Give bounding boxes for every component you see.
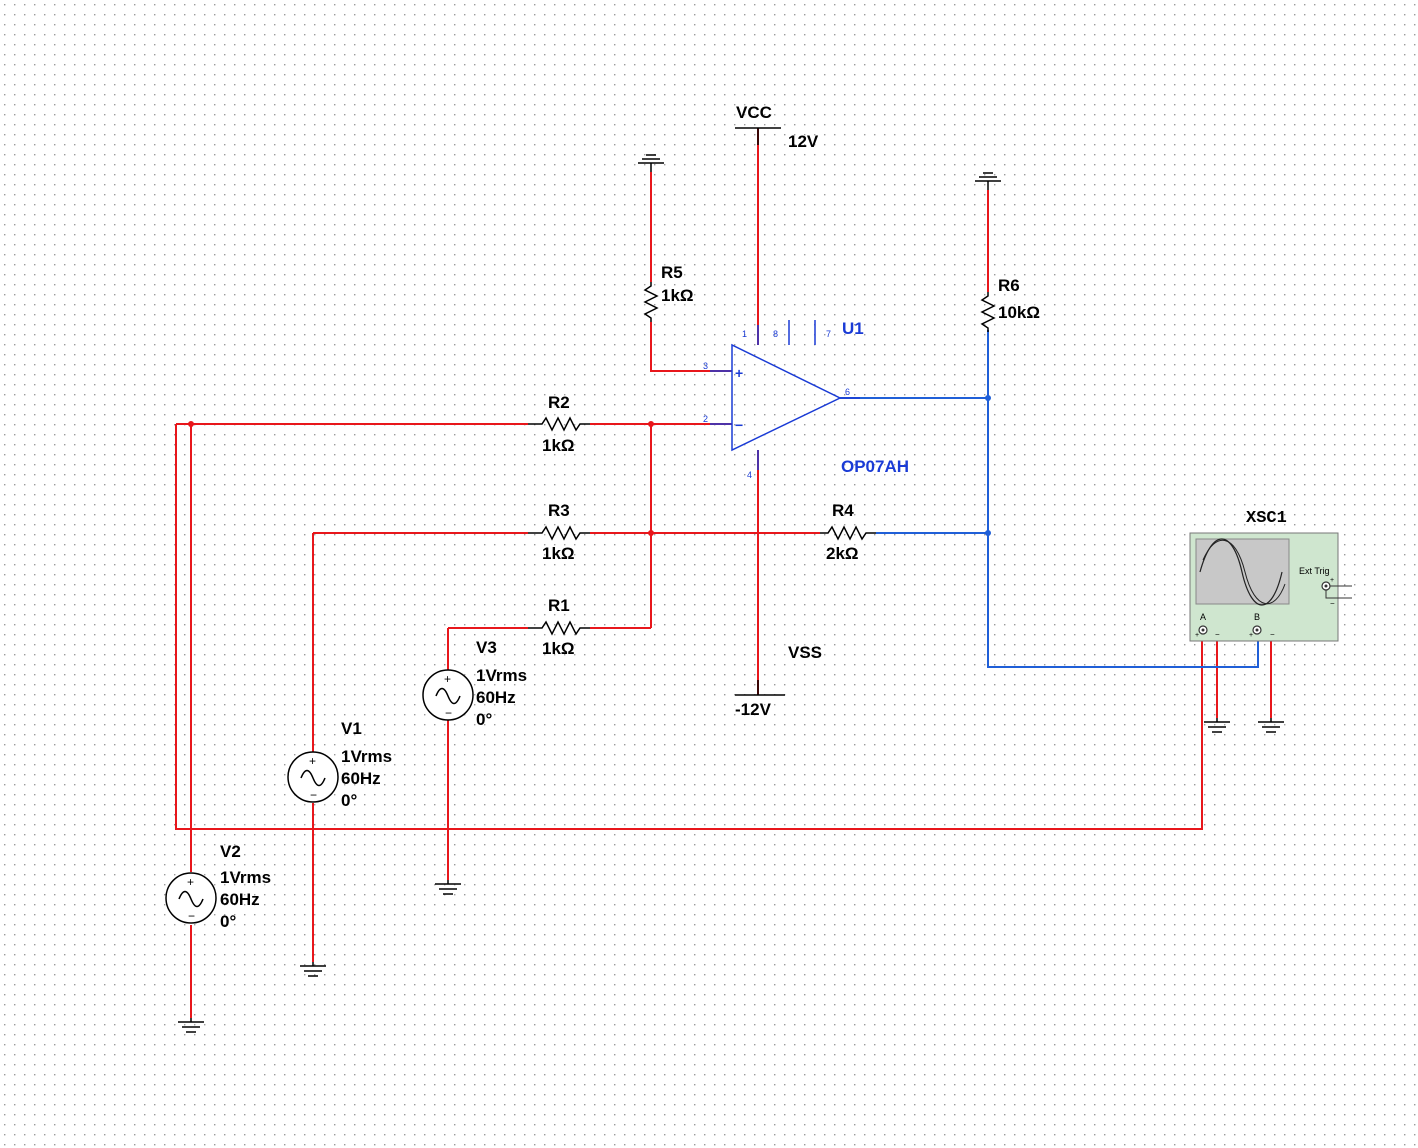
scope-ref: XSC1	[1246, 509, 1287, 528]
r1-value: 1kΩ	[542, 639, 575, 658]
r6-ref: R6	[998, 276, 1020, 295]
r5-value: 1kΩ	[661, 286, 694, 305]
opamp-plus-sign: +	[735, 365, 743, 381]
pin-4: 4	[747, 470, 752, 480]
wires-red	[175, 128, 1272, 1018]
resistor-r6[interactable]: R6 10kΩ	[980, 276, 1040, 332]
svg-text:−: −	[1215, 630, 1220, 639]
pin-7: 7	[826, 329, 831, 339]
ground-v3[interactable]	[435, 880, 461, 895]
r4-value: 2kΩ	[826, 544, 859, 563]
scope-channel-b-label: B	[1254, 612, 1260, 622]
svg-text:+: +	[187, 875, 194, 889]
pin-8: 8	[773, 329, 778, 339]
opamp-ref: U1	[842, 319, 864, 338]
svg-text:+: +	[1249, 632, 1253, 639]
svg-text:+: +	[1330, 577, 1334, 584]
svg-text:+: +	[444, 672, 451, 686]
vss-value: -12V	[735, 700, 772, 719]
r1-ref: R1	[548, 596, 570, 615]
opamp-model: OP07AH	[841, 457, 909, 476]
resistor-r4[interactable]: R4 2kΩ	[820, 501, 876, 563]
svg-text:−: −	[310, 788, 317, 802]
scope-channel-a-label: A	[1200, 612, 1206, 622]
pin-1: 1	[742, 329, 747, 339]
ground-v1[interactable]	[300, 962, 326, 977]
ground-scope-a[interactable]	[1204, 718, 1230, 733]
r3-value: 1kΩ	[542, 544, 575, 563]
resistor-r2[interactable]: R2 1kΩ	[528, 393, 590, 455]
r6-value: 10kΩ	[998, 303, 1040, 322]
pin-2: 2	[703, 414, 708, 424]
scope-ext-trig-label: Ext Trig	[1299, 566, 1330, 576]
opamp-minus-sign: −	[735, 417, 743, 433]
pin-6: 6	[845, 387, 850, 397]
r5-ref: R5	[661, 263, 683, 282]
svg-text:−: −	[1330, 599, 1335, 608]
opamp-u1[interactable]: 3 2 6 1 8 7 4 + − U1 OP07AH	[703, 319, 909, 480]
v1-phase: 0°	[341, 791, 357, 810]
r3-ref: R3	[548, 501, 570, 520]
v3-frequency: 60Hz	[476, 688, 516, 707]
v3-ref: V3	[476, 638, 497, 657]
svg-text:+: +	[309, 754, 316, 768]
svg-text:+: +	[1195, 632, 1199, 639]
svg-text:−: −	[188, 909, 195, 923]
v2-ref: V2	[220, 842, 241, 861]
resistor-r5[interactable]: R5 1kΩ	[643, 263, 694, 322]
r4-ref: R4	[832, 501, 854, 520]
ground-r6[interactable]	[975, 172, 1001, 190]
v3-phase: 0°	[476, 710, 492, 729]
source-v1[interactable]: + − V1 1Vrms 60Hz 0°	[287, 719, 392, 810]
svg-text:−: −	[445, 706, 452, 720]
ground-v2[interactable]	[178, 1018, 204, 1033]
resistor-r3[interactable]: R3 1kΩ	[528, 501, 590, 563]
vcc-label: VCC	[736, 103, 772, 122]
v2-frequency: 60Hz	[220, 890, 260, 909]
junction-dots	[188, 395, 991, 536]
scope-trace-2	[1202, 540, 1286, 604]
svg-text:−: −	[1270, 630, 1275, 639]
wires-blue	[840, 330, 1259, 668]
vss-supply[interactable]: VSS -12V	[735, 643, 822, 719]
v2-amplitude: 1Vrms	[220, 868, 271, 887]
resistor-r1[interactable]: R1 1kΩ	[528, 596, 590, 658]
v1-ref: V1	[341, 719, 362, 738]
v1-frequency: 60Hz	[341, 769, 381, 788]
r2-ref: R2	[548, 393, 570, 412]
source-v3[interactable]: + − V3 1Vrms 60Hz 0°	[422, 638, 527, 729]
vcc-value: 12V	[788, 132, 819, 151]
r2-value: 1kΩ	[542, 436, 575, 455]
ground-scope-b[interactable]	[1258, 718, 1284, 733]
ground-r5[interactable]	[638, 154, 664, 172]
pin-3: 3	[703, 361, 708, 371]
vcc-supply[interactable]: VCC 12V	[735, 103, 819, 151]
v1-amplitude: 1Vrms	[341, 747, 392, 766]
v2-phase: 0°	[220, 912, 236, 931]
source-v2[interactable]: + − V2 1Vrms 60Hz 0°	[165, 842, 271, 931]
oscilloscope-xsc1[interactable]: XSC1 Ext Trig A B + − + − + −	[1189, 509, 1352, 642]
vss-label: VSS	[788, 643, 822, 662]
v3-amplitude: 1Vrms	[476, 666, 527, 685]
